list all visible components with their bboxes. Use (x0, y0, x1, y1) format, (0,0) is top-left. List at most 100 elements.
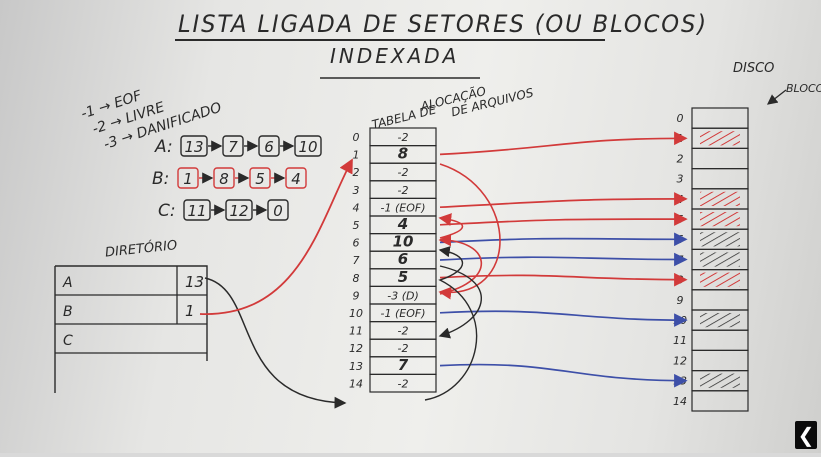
fat-index: 12 (349, 342, 363, 355)
fat-index: 6 (353, 237, 360, 250)
fat-index: 1 (353, 149, 360, 162)
fat-index: 13 (349, 360, 363, 373)
chain-block-box (225, 199, 253, 221)
fat-index: 11 (349, 325, 363, 338)
chain-block-box (213, 167, 235, 189)
chain-block-value: 0 (273, 202, 283, 220)
nav-back-button[interactable]: ❮ (795, 421, 817, 449)
fat-label: TABELA DE ALOCAÇÃO DE ARQUIVOS (370, 83, 535, 132)
fat-chain-black (424, 246, 478, 401)
disk-block-fill (700, 272, 740, 287)
directory-row-value: 1 (185, 302, 195, 320)
bloco-pointer (766, 89, 787, 105)
disk-block-index: 12 (673, 354, 687, 367)
disk-block-index: 3 (677, 173, 684, 186)
directory-row-name: A (62, 275, 73, 291)
disk-sublabel: BLOCO (786, 82, 821, 95)
chain-block-box (180, 135, 208, 157)
disk-block-fill (700, 212, 740, 227)
disk-block (691, 390, 749, 412)
fat-index: 8 (353, 272, 360, 285)
chain-file-label: A: (154, 137, 173, 157)
chain-block-box (183, 199, 211, 221)
chain-file-label: C: (158, 201, 176, 221)
disk-block-fill (700, 191, 740, 206)
fat-value: -2 (398, 184, 409, 197)
disk-block-fill (700, 232, 740, 247)
fat-index: 9 (353, 289, 360, 302)
disk-block-index: 11 (673, 334, 687, 347)
fat-index: 14 (349, 377, 363, 390)
disk-block-index: 2 (677, 152, 684, 165)
chain-block-box (249, 167, 271, 189)
fat-value: 5 (398, 268, 408, 286)
fat-to-disk-arrow (439, 232, 688, 247)
chain-block-value: 10 (298, 138, 317, 156)
fat-value: -2 (398, 342, 409, 355)
fat-index: 5 (353, 219, 360, 232)
fat-cell (369, 373, 437, 393)
title-line1: LISTA LIGADA DE SETORES (OU BLOCOS) (178, 10, 708, 38)
fat-chain-black-2 (438, 265, 482, 339)
disk-block-fill (700, 313, 740, 328)
chain-block-value: 4 (291, 170, 301, 188)
fat-chain-red-2 (438, 233, 483, 295)
fat-value: -1 (EOF) (381, 201, 426, 214)
directory-label: DIRETÓRIO (104, 237, 178, 260)
disk-block (691, 107, 749, 129)
chain-block-value: 1 (183, 170, 193, 188)
disk-block (691, 349, 749, 372)
fat-value: 7 (398, 356, 409, 374)
fat-to-disk-arrow (439, 131, 688, 156)
fat-to-disk-arrow (439, 310, 688, 327)
fat-value: -2 (398, 377, 409, 390)
disk-block (691, 289, 749, 311)
disk-block-index: 9 (677, 294, 684, 307)
fat-value: -1 (EOF) (381, 307, 426, 320)
chain-block-value: 8 (219, 170, 229, 188)
fat-value: 10 (393, 233, 414, 251)
chain-block-box (258, 135, 280, 157)
fat-to-disk-arrow (439, 252, 688, 267)
disk-block (691, 147, 749, 170)
fat-value: -2 (398, 325, 409, 338)
chain-block-value: 12 (229, 202, 248, 220)
fat-to-disk-arrow (439, 212, 688, 226)
disk-block (691, 329, 749, 352)
chain-block-value: 11 (187, 202, 206, 220)
disk-block-fill (700, 252, 740, 267)
fat-value: -2 (398, 166, 409, 179)
directory-table: A 13B 1C (54, 265, 208, 393)
disk-block-fill (700, 131, 740, 146)
chain-block-value: 5 (255, 170, 265, 188)
fat-to-disk-arrow (439, 272, 688, 287)
fat-index: 7 (353, 254, 360, 267)
fat-index: 3 (353, 184, 360, 197)
chain-block-box (294, 135, 322, 157)
disk-block (691, 168, 749, 190)
fat-to-disk-arrow (439, 363, 688, 388)
fat-value: 6 (398, 250, 408, 268)
fat-value: -3 (D) (387, 289, 419, 302)
chain-block-box (285, 167, 307, 189)
fat-value: -2 (398, 131, 409, 144)
directory-row-name: C (63, 333, 73, 349)
fat-index: 2 (353, 166, 360, 179)
directory-frame (54, 265, 208, 393)
disk-block-index: 14 (673, 395, 687, 408)
fat-chain-red-3 (438, 213, 464, 239)
chain-block-value: 7 (228, 138, 238, 156)
dir-b-arrow (199, 158, 353, 315)
title-line2: INDEXADA (330, 44, 459, 68)
fat-to-disk-arrow (439, 192, 688, 209)
fat-value: 8 (398, 145, 408, 163)
fat-index: 4 (353, 201, 360, 214)
directory-row-value: 13 (185, 273, 204, 291)
chain-block-box (267, 199, 289, 221)
directory-row-name: B (63, 304, 73, 320)
disk-label: DISCO (733, 61, 774, 76)
